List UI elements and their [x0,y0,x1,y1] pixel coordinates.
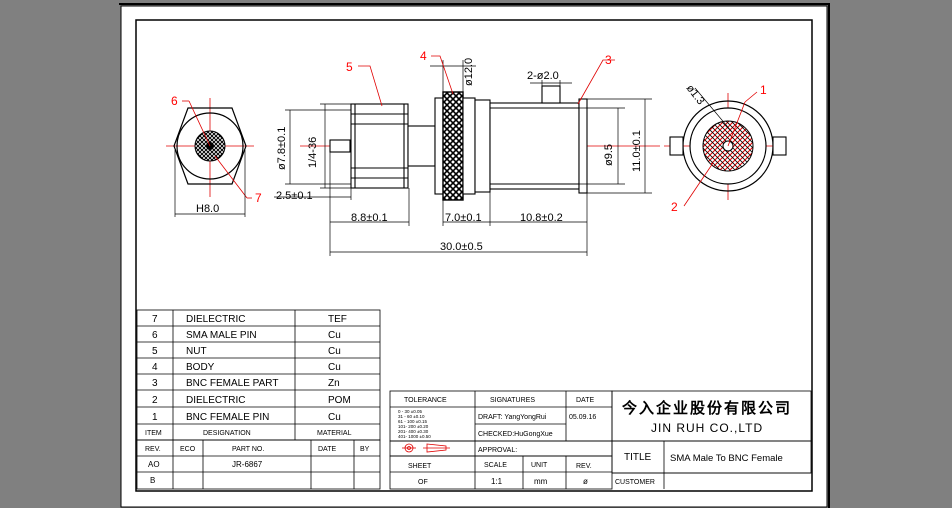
bom-designation: BNC FEMALE PART [186,378,278,389]
dim-d12: ø12.0 [463,58,475,86]
customer-label: CUSTOMER [615,479,655,486]
dim-d78: ø7.8±0.1 [276,127,288,170]
svg-text:61 - 100 ±0.15: 61 - 100 ±0.15 [398,419,427,424]
rev-label: REV. [576,463,592,470]
bom-item-number: 4 [152,362,158,373]
rev-header-eco: ECO [180,446,196,453]
bom-item-number: 5 [152,346,158,357]
bom-item-number: 2 [152,395,158,406]
company-name-cn: 今入企业股份有限公司 [621,399,792,417]
dim-d95: ø9.5 [603,144,615,166]
callout-6: 6 [171,94,178,108]
rev-row-1-part: JR-6867 [232,460,263,469]
svg-text:31 - 60 ±0.10: 31 - 60 ±0.10 [398,414,425,419]
svg-text:401- 1000 ±0.50: 401- 1000 ±0.50 [398,434,431,439]
bom-designation: DIELECTRIC [186,314,245,325]
rev-header-rev: REV. [145,446,161,453]
dim-d108: 10.8±0.2 [520,212,563,224]
bom-material: Cu [328,412,341,423]
title-block [389,390,812,490]
dim-thread: 1/4-36 [307,137,319,168]
date-value: 05.09.16 [569,414,596,421]
dim-d110: 11.0±0.1 [631,130,643,172]
knurled-body [442,91,464,201]
right-view-bnc [664,87,787,207]
bom-table [136,309,381,441]
bom-material: Cu [328,346,341,357]
sheet-value: OF [418,479,428,486]
bom-material: TEF [328,314,347,325]
checked-signature: CHECKED:HuGongXue [478,431,553,438]
bom-header-material: MATERIAL [317,430,352,437]
sheet-label: SHEET [408,463,432,470]
projection-symbol-icon [402,443,450,453]
rev-value: ø [583,477,588,486]
left-view-hex [166,98,254,217]
rev-header-part: PART NO. [232,446,264,453]
bom-designation: BODY [186,362,215,373]
bom-header-designation: DESIGNATION [203,430,251,437]
bom-material: POM [328,395,351,406]
svg-text:201- 400 ±0.30: 201- 400 ±0.30 [398,429,429,434]
unit-label: UNIT [531,462,548,469]
callout-3: 3 [605,53,612,67]
rev-header-date: DATE [318,446,336,453]
unit-value: mm [534,477,548,486]
callout-5: 5 [346,60,353,74]
signatures-header: SIGNATURES [490,397,535,404]
scale-value: 1:1 [491,477,503,486]
bom-item-number: 7 [152,314,158,325]
side-view [300,85,660,201]
bom-designation: SMA MALE PIN [186,330,257,341]
rev-table [136,439,381,490]
svg-text:0 - 30 ±0.05: 0 - 30 ±0.05 [398,409,422,414]
bom-item-number: 1 [152,412,158,423]
callout-1: 1 [760,83,767,97]
bom-item-number: 3 [152,378,158,389]
inner-border [135,19,813,492]
rev-header-by: BY [360,446,370,453]
callout-4: 4 [420,49,427,63]
tolerance-lines: 0 - 30 ±0.05 31 - 60 ±0.10 61 - 100 ±0.1… [398,409,431,439]
rev-row-1-rev: AO [148,460,160,469]
date-header: DATE [576,397,594,404]
tolerance-header: TOLERANCE [404,397,447,404]
title-label: TITLE [624,452,652,463]
company-name-en: JIN RUH CO.,LTD [651,421,763,435]
bom-designation: DIELECTRIC [186,395,245,406]
bom-material: Zn [328,378,340,389]
bom-designation: BNC FEMALE PIN [186,412,269,423]
paper [120,5,828,508]
title-value: SMA Male To BNC Female [670,453,783,464]
bom-item-number: 6 [152,330,158,341]
bom-material: Cu [328,362,341,373]
dim-pin: 2-ø2.0 [527,70,559,82]
draft-signature: DRAFT: YangYongRui [478,414,547,421]
callout-2: 2 [671,200,678,214]
dim-d300: 30.0±0.5 [440,241,483,253]
dim-d70: 7.0±0.1 [445,212,482,224]
bom-designation: NUT [186,346,207,357]
bom-header-item: ITEM [145,430,162,437]
callout-7: 7 [255,191,262,205]
bom-material: Cu [328,330,341,341]
approval-label: APPROVAL: [478,447,517,454]
side-view-dim-lines [274,60,652,256]
svg-text:101- 200 ±0.20: 101- 200 ±0.20 [398,424,429,429]
dim-d88: 8.8±0.1 [351,212,388,224]
dim-d25: 2.5±0.1 [276,190,313,202]
side-view-leaders [358,55,615,107]
scale-label: SCALE [484,462,507,469]
dim-h8: H8.0 [196,203,219,215]
rev-row-2-rev: B [150,476,155,485]
